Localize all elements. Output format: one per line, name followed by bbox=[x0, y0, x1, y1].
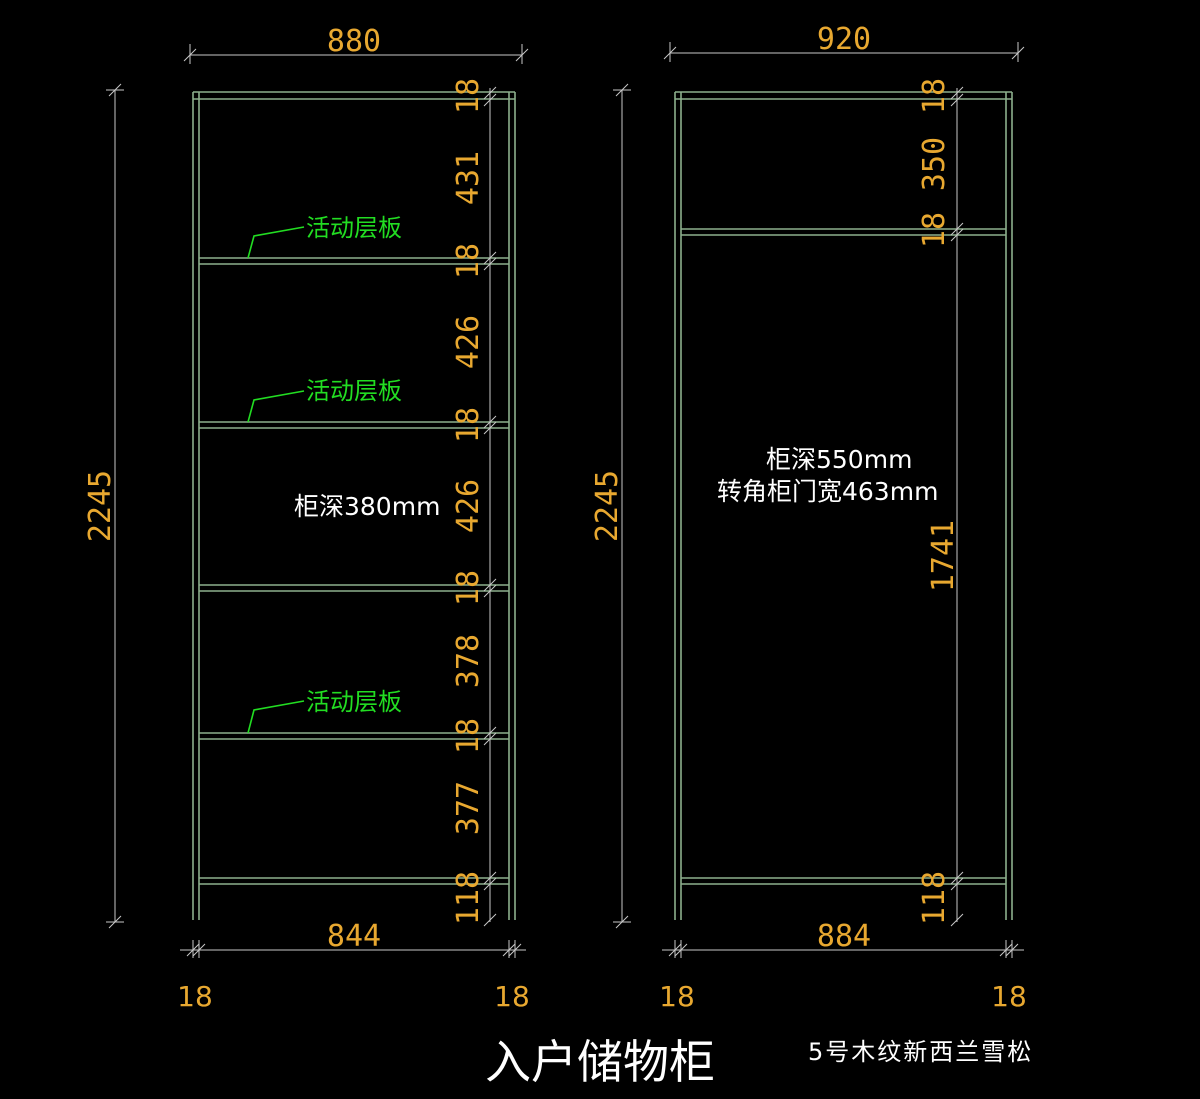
left-side-left-label: 18 bbox=[177, 980, 213, 1013]
left-stack-label-8: 18 bbox=[451, 718, 486, 754]
right-depth-note: 柜深550mm bbox=[766, 445, 912, 474]
right-stack-label-3: 1741 bbox=[926, 520, 961, 592]
left-stack-label-2: 18 bbox=[451, 243, 486, 279]
left-cabinet: 880 2245 bbox=[83, 24, 530, 1013]
right-top-width-label: 920 bbox=[817, 22, 871, 57]
left-stack-label-9: 377 bbox=[451, 781, 486, 835]
right-height-label: 2245 bbox=[590, 470, 625, 542]
shelf-leader-1 bbox=[247, 226, 305, 259]
right-stack-label-0: 18 bbox=[917, 78, 952, 114]
left-height-dimension-line bbox=[106, 83, 124, 929]
left-stack-label-3: 426 bbox=[451, 315, 486, 369]
right-shelves bbox=[681, 228, 1006, 885]
left-stack-label-10: 118 bbox=[451, 871, 486, 925]
left-inner-width-label: 844 bbox=[327, 919, 381, 954]
shelf-leader-3 bbox=[247, 700, 305, 734]
left-shelf-leaders: 活动层板 活动层板 活动层板 bbox=[247, 214, 402, 734]
left-stack-label-7: 378 bbox=[451, 634, 486, 688]
shelf-label-2: 活动层板 bbox=[306, 377, 402, 405]
shelf-label-1: 活动层板 bbox=[306, 214, 402, 242]
left-shelves bbox=[199, 257, 509, 885]
right-stack-label-2: 18 bbox=[917, 212, 952, 248]
left-stack-label-4: 18 bbox=[451, 407, 486, 443]
left-top-dimension-line bbox=[183, 44, 529, 64]
left-side-right-label: 18 bbox=[494, 980, 530, 1013]
right-top-dimension-line bbox=[663, 42, 1025, 62]
right-height-dimension-line bbox=[613, 83, 631, 929]
drawing-title: 入户储物柜 bbox=[485, 1035, 715, 1089]
left-stack-label-5: 426 bbox=[451, 479, 486, 533]
left-stack-labels: 18 431 18 426 18 426 18 378 18 377 118 bbox=[451, 78, 486, 925]
shelf-leader-2 bbox=[247, 390, 305, 423]
right-cabinet-frame bbox=[674, 91, 1013, 920]
left-stack-label-0: 18 bbox=[451, 78, 486, 114]
left-stack-label-6: 18 bbox=[451, 570, 486, 606]
right-door-note: 转角柜门宽463mm bbox=[717, 477, 938, 506]
material-note: 5号木纹新西兰雪松 bbox=[808, 1038, 1033, 1066]
right-bottom-dimension-line bbox=[662, 940, 1024, 958]
left-bottom-dimension-line bbox=[180, 940, 526, 958]
left-cabinet-frame bbox=[192, 91, 516, 920]
left-stack-dimension-line bbox=[483, 86, 497, 927]
right-cabinet: 920 2245 bbox=[590, 22, 1027, 1013]
shelf-label-3: 活动层板 bbox=[306, 688, 402, 716]
right-stack-labels: 18 350 18 1741 118 bbox=[917, 78, 961, 925]
left-height-label: 2245 bbox=[83, 470, 118, 542]
right-stack-label-1: 350 bbox=[917, 137, 952, 191]
right-inner-width-label: 884 bbox=[817, 919, 871, 954]
left-stack-label-1: 431 bbox=[451, 151, 486, 205]
left-top-width-label: 880 bbox=[327, 24, 381, 59]
right-stack-label-4: 118 bbox=[917, 871, 952, 925]
right-stack-dimension-line bbox=[950, 86, 964, 927]
right-side-right-label: 18 bbox=[991, 980, 1027, 1013]
right-side-left-label: 18 bbox=[659, 980, 695, 1013]
left-depth-note: 柜深380mm bbox=[294, 492, 440, 521]
